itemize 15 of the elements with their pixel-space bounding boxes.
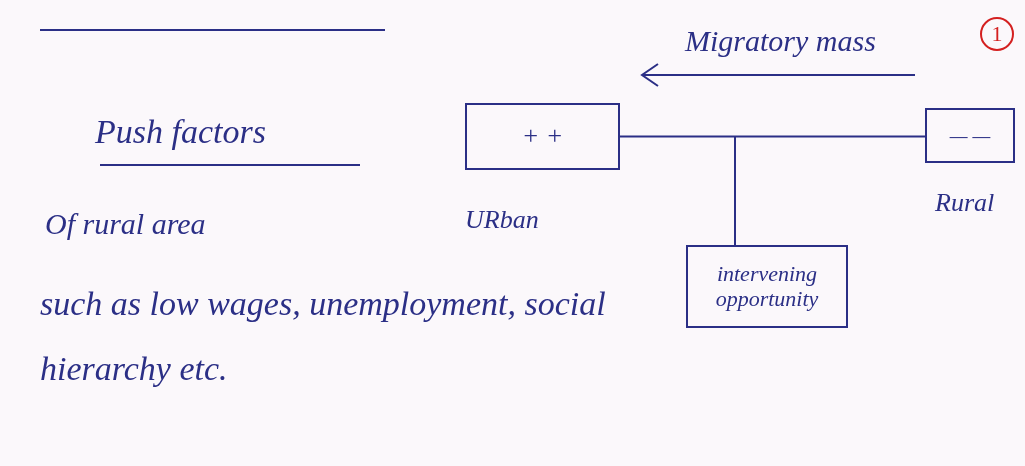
page-number: 1 bbox=[980, 17, 1014, 51]
box-text: — — bbox=[948, 124, 992, 147]
section-heading: Push factors bbox=[95, 112, 266, 152]
area-box bbox=[925, 108, 1015, 163]
connector-line bbox=[619, 135, 926, 138]
note-text: such as low wages, unemployment, social hierarchy etc. bbox=[40, 284, 607, 389]
note-text: Migratory mass bbox=[685, 23, 876, 59]
note-text: Of rural area bbox=[45, 206, 206, 242]
area-box bbox=[686, 245, 848, 328]
box-text: intervening opportunity bbox=[714, 262, 820, 311]
area-caption: Rural bbox=[935, 188, 995, 218]
connector-line bbox=[734, 135, 736, 246]
area-caption: URban bbox=[465, 205, 539, 235]
box-text: + + bbox=[520, 122, 565, 151]
area-box bbox=[465, 103, 620, 170]
